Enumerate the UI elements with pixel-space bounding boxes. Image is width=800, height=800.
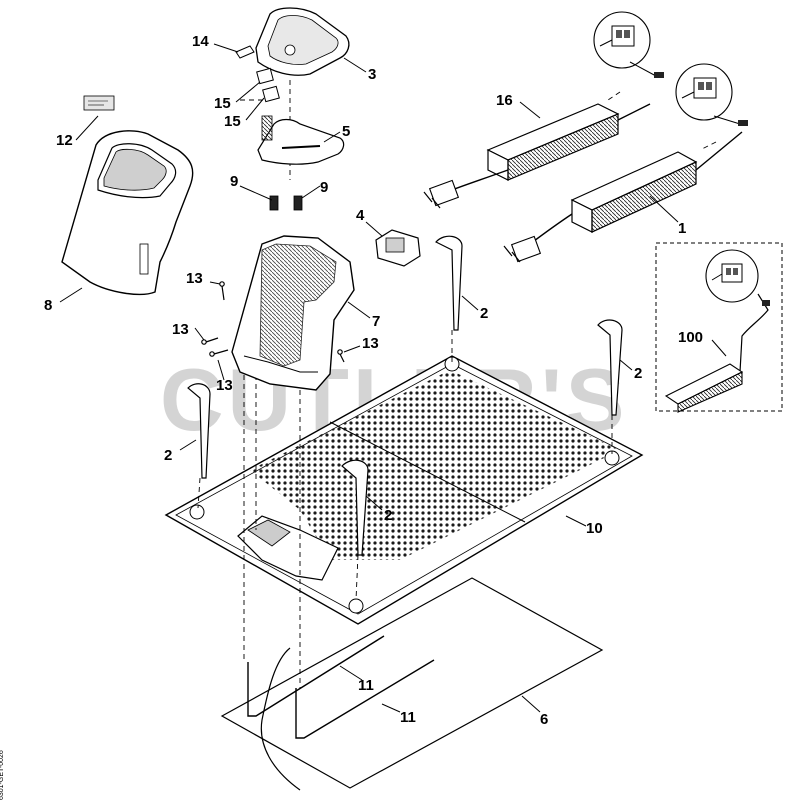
base-plate-peg-hole [189,504,205,520]
callout-8: 8 [44,297,52,314]
callout-2: 2 [480,305,488,322]
callout-2: 2 [634,365,642,382]
connector-detail-16 [593,11,664,78]
part-12-label [83,95,115,111]
part-16-power-supply [423,103,651,209]
perimeter-cable [260,647,301,791]
part-15-buttons [256,67,280,103]
callout-9: 9 [230,173,238,190]
part-7-station-body [231,235,355,391]
callout-12: 12 [56,132,73,149]
part-10-base-plate [164,355,644,625]
callout-13: 13 [216,377,233,394]
callout-13: 13 [186,270,203,287]
callout-13: 13 [172,321,189,338]
part-8-cover [61,130,194,296]
part-100-inset [655,242,783,413]
callout-10: 10 [586,520,603,537]
part-4-connector [375,229,421,267]
leader-lines [59,43,727,713]
base-plate-peg-hole [348,598,364,614]
callout-11: 11 [358,677,374,694]
callout-4: 4 [356,207,365,224]
connector-detail-1 [675,63,748,126]
part-3-top-housing [255,7,350,76]
part-9-terminals [269,195,303,211]
callout-3: 3 [368,66,376,83]
callout-16: 16 [496,92,513,109]
document-reference: 6301-GET-0026 [0,750,5,800]
callout-2: 2 [164,447,172,464]
part-11-wire-pegs [247,635,435,739]
part-5-circuit-board [257,115,345,165]
callout-14: 14 [192,33,209,50]
part-14-clip [235,45,255,59]
callout-9: 9 [320,179,328,196]
callout-6: 6 [540,711,548,728]
callout-15: 15 [214,95,231,112]
part-6-ground-sheet [220,577,604,789]
part-13-screws [201,281,345,363]
callout-1: 1 [678,220,686,237]
part-2-pegs [187,235,623,556]
callout-11: 11 [400,709,416,726]
callout-numbers: 1 2 2 2 2 3 4 5 6 7 8 9 9 10 11 11 12 13… [44,33,703,728]
callout-7: 7 [372,313,380,330]
callout-100: 100 [678,329,703,346]
callout-2: 2 [384,507,392,524]
callout-5: 5 [342,123,350,140]
callout-15: 15 [224,113,241,130]
part-1-power-supply [503,131,743,263]
callout-13: 13 [362,335,379,352]
